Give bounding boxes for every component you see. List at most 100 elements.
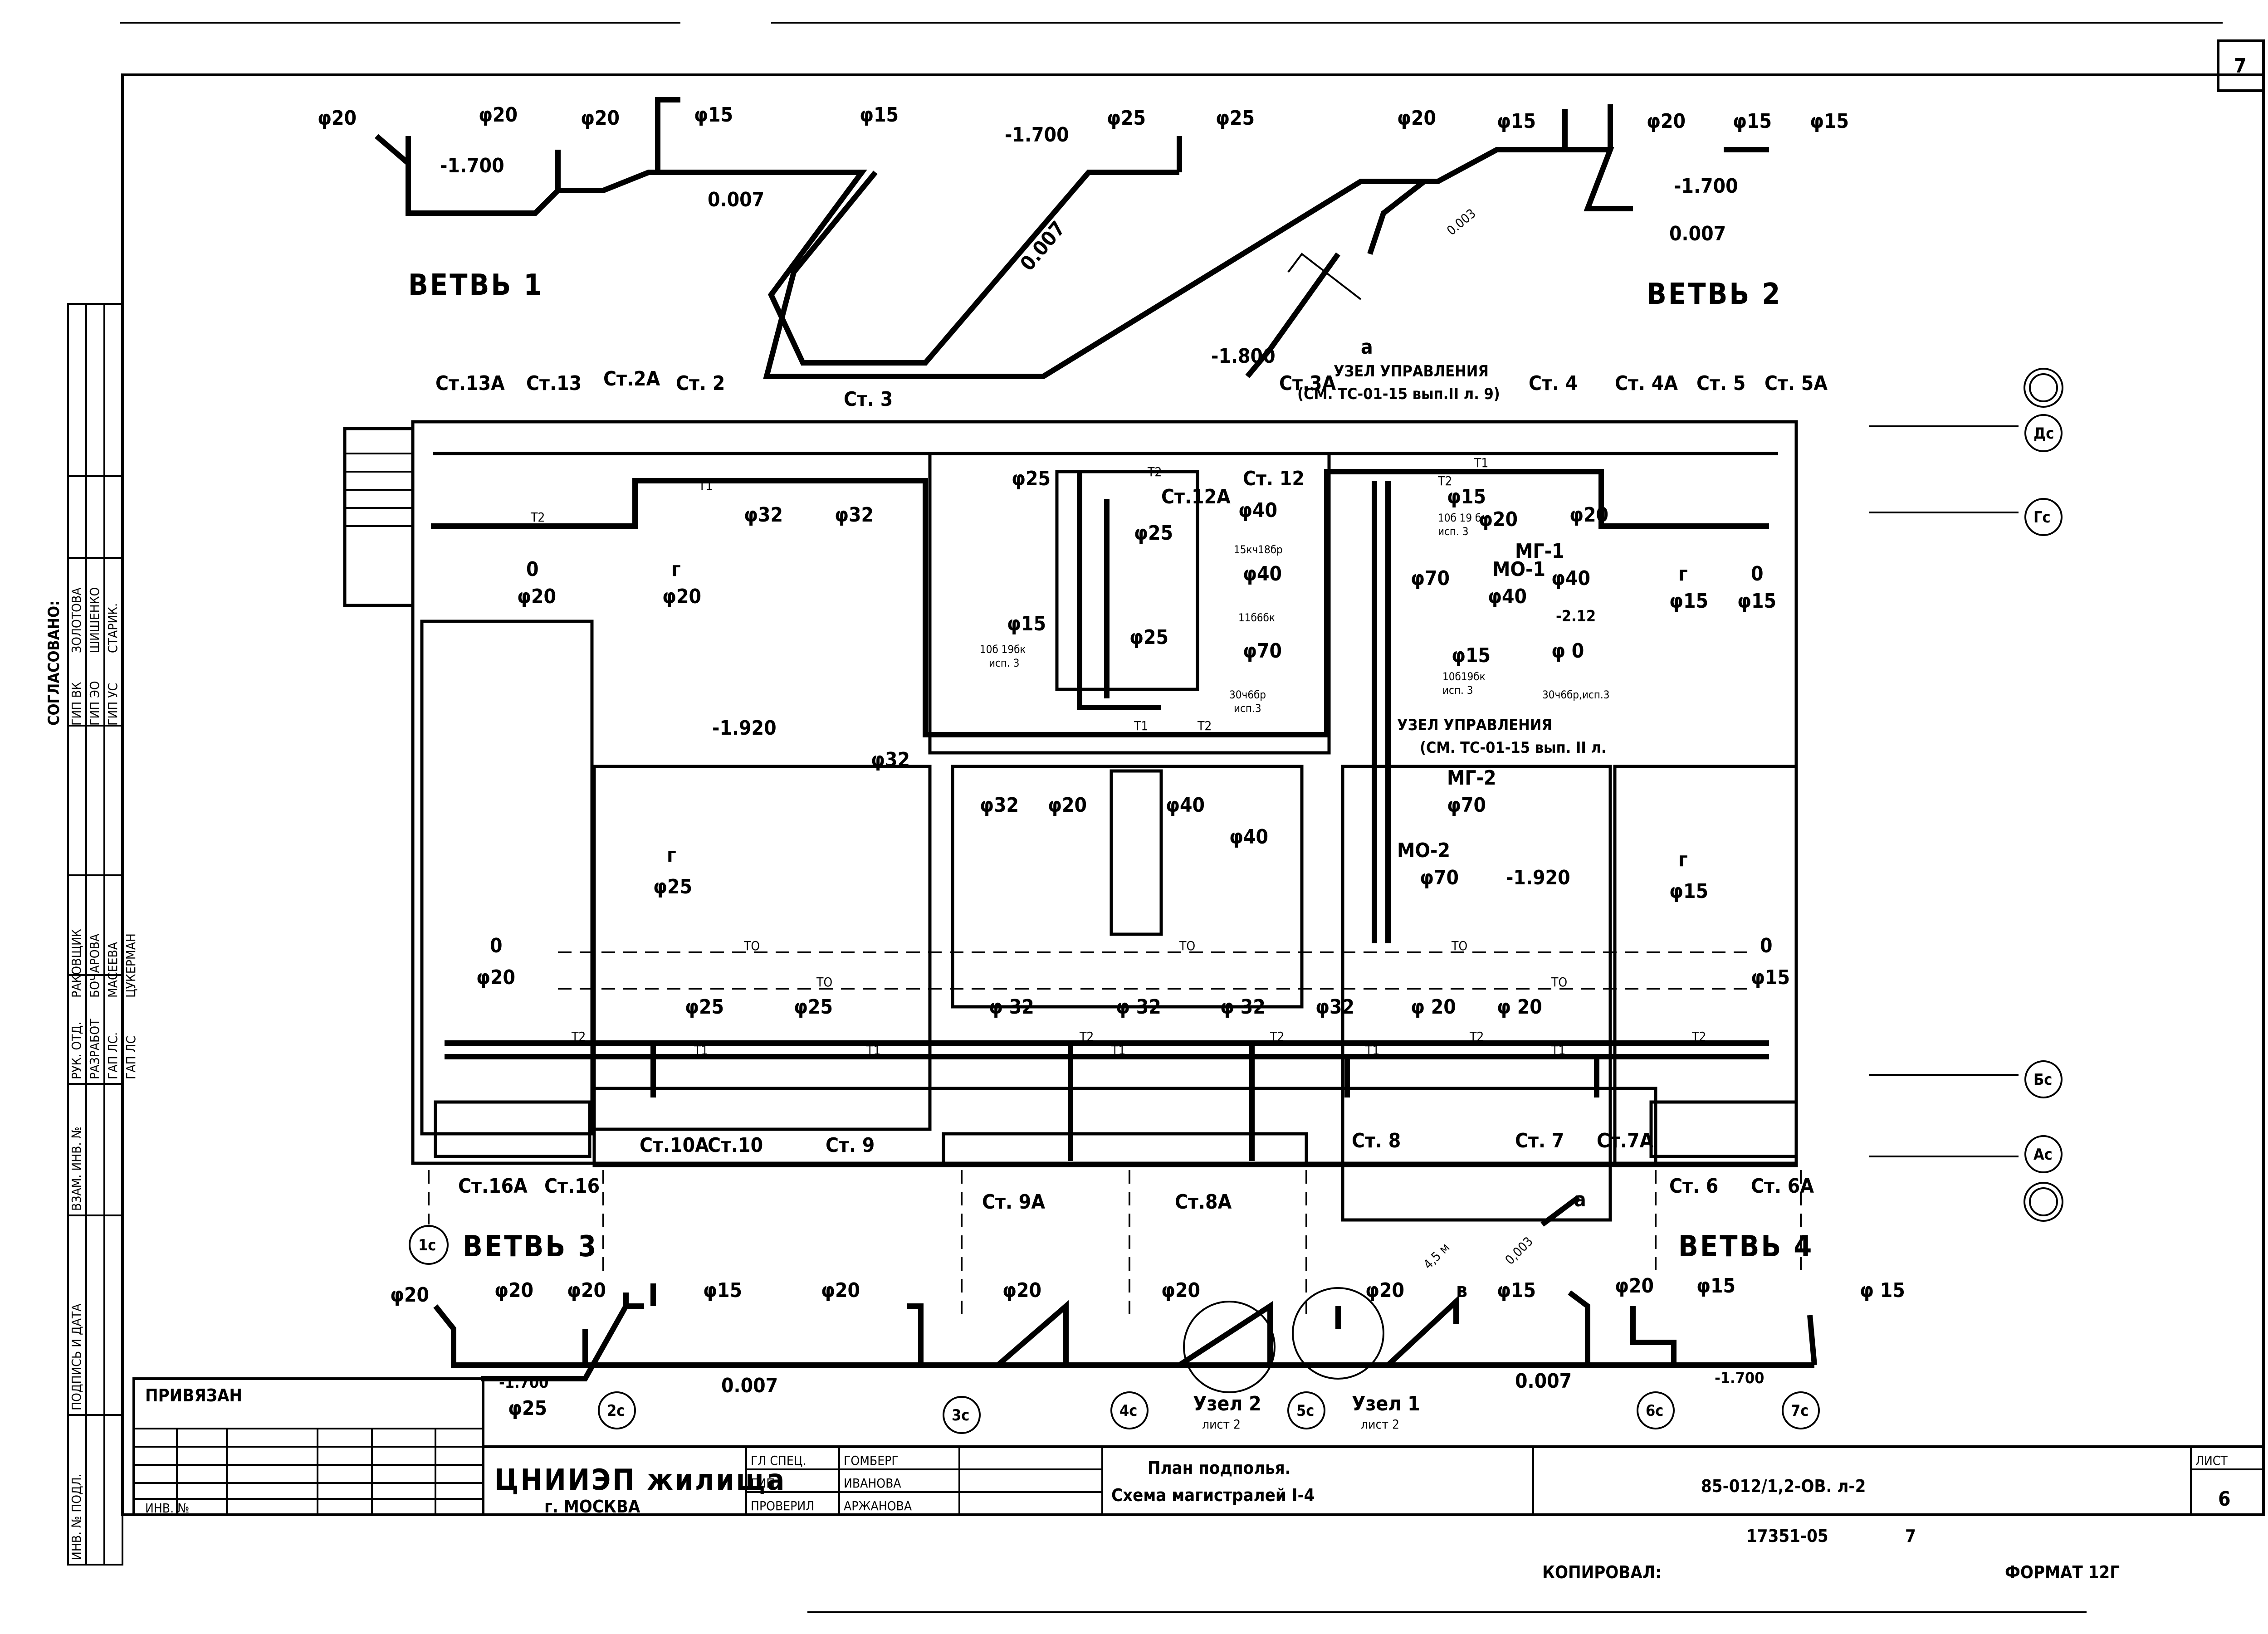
plan-d32-f: φ 32 <box>1116 995 1161 1019</box>
top-slope-3: 0.007 <box>1669 222 1726 245</box>
plan-v5-isp: исп. 3 <box>1442 684 1473 697</box>
top-d20e: φ20 <box>1647 110 1686 133</box>
pipe-code-t0-e: ТО <box>1551 975 1567 990</box>
side-stamp <box>67 303 123 1566</box>
plan-g-left: г <box>671 558 681 581</box>
control-unit-2-title: УЗЕЛ УПРАВЛЕНИЯ <box>1397 716 1552 734</box>
document-code: 85-012/1,2-ОВ. л-2 <box>1701 1476 1866 1496</box>
bottom-node-1-sheet: лист 2 <box>1361 1417 1399 1432</box>
plan-walls <box>343 420 1798 1222</box>
plan-v4-mark: 30ч6бр <box>1229 688 1266 701</box>
pipe-code-t2-e: Т2 <box>571 1029 586 1044</box>
plan-d32a: φ32 <box>744 503 783 527</box>
title-line-1: План подполья. <box>1148 1458 1291 1478</box>
pipe-code-t0-c: ТО <box>1451 938 1467 953</box>
plan-d15-r1: φ15 <box>1669 590 1708 613</box>
bottom-node-1: Узел 1 <box>1352 1392 1420 1415</box>
plan-v5-mark: 10б19бк <box>1442 670 1486 683</box>
riser-6a: Ст. 6А <box>1751 1175 1814 1198</box>
plan-d15-b4b: φ15 <box>1751 966 1790 989</box>
plan-d40d: φ40 <box>1488 585 1527 608</box>
top-d25b: φ25 <box>1216 107 1255 130</box>
staff-role-2: РАЗРАБОТ <box>87 1019 102 1079</box>
riser-3a: Ст.3А <box>1279 372 1336 395</box>
axis-bubble-6c: 6с <box>1637 1391 1675 1429</box>
field-inv-orig: ИНВ. № ПОДЛ. <box>69 1473 84 1560</box>
axis-lines <box>428 425 2019 1315</box>
plan-d70b: φ70 <box>1411 567 1450 590</box>
role-3: ПРОВЕРИЛ <box>751 1498 814 1513</box>
top-d20d: φ20 <box>1397 107 1436 130</box>
plan-d32-g: φ 32 <box>1220 995 1266 1019</box>
copy-number: 17351-05 <box>1746 1526 1828 1546</box>
plan-d20-b3: φ20 <box>476 966 515 989</box>
axis-7c-label: 7с <box>1791 1402 1809 1420</box>
riser-13: Ст.13 <box>526 372 582 395</box>
copied-by-label: КОПИРОВАЛ: <box>1542 1562 1662 1582</box>
bottom-level-2: -1.700 <box>1715 1369 1764 1387</box>
top-slope-1: 0.007 <box>708 188 764 211</box>
riser-6: Ст. 6 <box>1669 1175 1718 1198</box>
plan-level-212: -2.12 <box>1556 607 1596 625</box>
riser-9a: Ст. 9А <box>982 1190 1045 1214</box>
plan-level-left: -1.920 <box>712 717 777 740</box>
top-level-4: -1.800 <box>1211 345 1276 368</box>
role-2: ГИП <box>751 1476 775 1491</box>
pipe-code-t1-g: Т1 <box>1111 1043 1125 1058</box>
riser-2: Ст. 2 <box>676 372 725 395</box>
staff-role-3: ГАП ЛС. <box>105 1032 120 1079</box>
approval-role-3: ГИП УС <box>105 683 120 726</box>
plan-g-b3: г <box>667 844 676 867</box>
approval-name-2: ШИШЕНКО <box>87 587 102 653</box>
axis-bc-label: Бс <box>2033 1071 2052 1089</box>
name-2: ИВАНОВА <box>844 1476 901 1491</box>
plan-d20-g: φ20 <box>662 585 701 608</box>
pipe-code-t0-b: ТО <box>1179 938 1195 953</box>
riser-4: Ст. 4 <box>1529 372 1578 395</box>
plan-d20-v7: φ20 <box>1479 508 1518 531</box>
riser-13a: Ст.13А <box>435 372 505 395</box>
axis-dc-label: Дс <box>2033 424 2054 443</box>
plan-v4-isp: исп.3 <box>1234 702 1261 715</box>
top-d15b: φ15 <box>860 103 899 127</box>
title-block-grid <box>132 1377 2265 1516</box>
tied-label: ПРИВЯЗАН <box>145 1385 242 1405</box>
plan-d20-g2: φ 20 <box>1411 995 1456 1019</box>
field-sign-date: ПОДПИСЬ И ДАТА <box>69 1303 84 1410</box>
plan-d32d: φ32 <box>980 794 1019 817</box>
pipe-code-t0-a: ТО <box>743 938 760 953</box>
staff-name-2: БОЧАРОВА <box>87 933 102 998</box>
plan-d32-e: φ 32 <box>989 995 1034 1019</box>
inv-label: ИНВ. № <box>145 1501 189 1516</box>
pipe-code-t1-c: Т1 <box>1474 455 1488 470</box>
plan-d0: φ 0 <box>1551 639 1584 663</box>
axis-1c-label: 1с <box>418 1236 436 1254</box>
branch-2-label: ВЕТВЬ 2 <box>1647 278 1782 311</box>
pipe-code-t2-h: Т2 <box>1469 1029 1484 1044</box>
plan-o-left: 0 <box>526 558 539 581</box>
control-unit-1-ref: (СМ. ТС-01-15 вып.II л. 9) <box>1297 385 1500 403</box>
plan-d20f: φ20 <box>1048 794 1087 817</box>
bottom-isometric <box>433 1195 1817 1393</box>
plan-mg2: МГ-2 <box>1447 766 1496 790</box>
pipe-code-t2-d: Т2 <box>1437 473 1452 488</box>
riser-5a: Ст. 5А <box>1765 372 1828 395</box>
axis-bubble-3c: 3с <box>943 1396 981 1434</box>
staff-role-4: ГАП ЛС <box>123 1036 138 1079</box>
pipe-code-t1-e: Т1 <box>694 1043 708 1058</box>
bottom-node-a: а <box>1574 1188 1586 1211</box>
top-level-1: -1.700 <box>440 154 504 177</box>
axis-bubble-4c: 4с <box>1110 1391 1149 1429</box>
top-level-2: -1.700 <box>1005 123 1069 146</box>
plan-v1-mark: 10б 19бк <box>980 643 1026 656</box>
copy-sheet: 7 <box>1905 1526 1916 1546</box>
plan-v7-mark: 10б 19 бк <box>1438 512 1487 524</box>
sheet-label: ЛИСТ <box>2195 1453 2228 1468</box>
plan-d15-v6: φ15 <box>1447 485 1486 508</box>
plan-g-right: г <box>1678 562 1688 585</box>
plan-mg1: МГ-1 <box>1515 540 1564 563</box>
riser-10a: Ст.10А <box>640 1134 709 1157</box>
axis-bubble-2c: 2с <box>598 1391 636 1429</box>
pipe-code-t1-a: Т1 <box>698 478 713 493</box>
top-d20b: φ20 <box>479 103 518 127</box>
